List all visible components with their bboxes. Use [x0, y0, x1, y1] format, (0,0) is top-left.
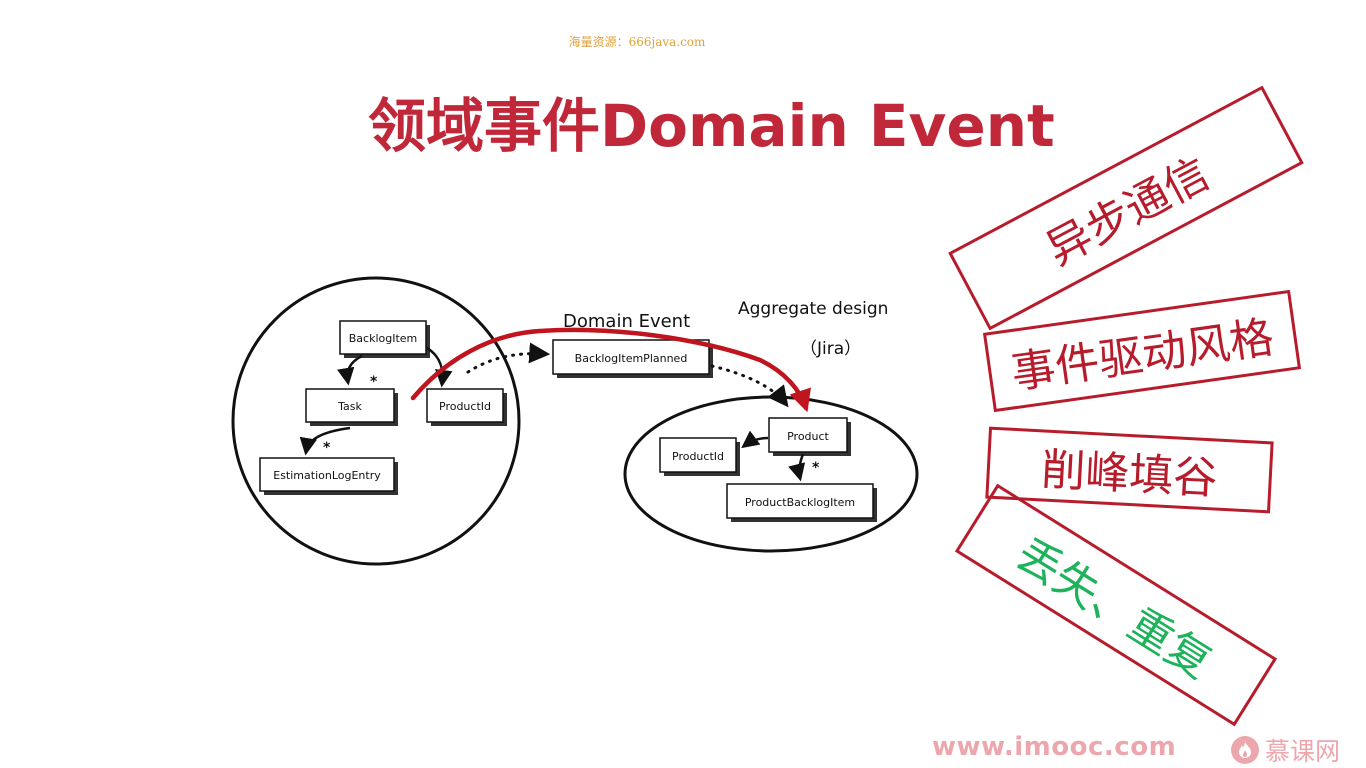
box-estimationlogentry: EstimationLogEntry: [259, 457, 398, 495]
multiplicity-productbacklogitem: *: [812, 460, 820, 476]
box-backlogitemplanned: BacklogItemPlanned: [552, 339, 713, 378]
multiplicity-task: *: [370, 374, 378, 390]
jira-label: （Jira）: [800, 339, 861, 359]
left-aggregate-boundary: [231, 276, 521, 566]
aggregate-design-label: Aggregate design: [738, 299, 888, 319]
box-product-label: Product: [787, 430, 829, 443]
box-task-label: Task: [337, 400, 362, 413]
watermark: 海量资源：666java.com: [0, 33, 1366, 50]
stamp-peak-shaving-text: 削峰填谷: [1040, 444, 1219, 505]
arrow-backlogitem-productid: [426, 346, 453, 388]
box-productid-right: ProductId: [659, 437, 740, 476]
red-flow-arrow: [410, 327, 811, 413]
multiplicity-estimation: *: [323, 440, 331, 456]
box-productbacklogitem: ProductBacklogItem: [726, 483, 877, 522]
footer-brand-logo: 慕课网: [1231, 732, 1340, 768]
box-productbacklogitem-label: ProductBacklogItem: [745, 496, 855, 509]
box-productid-right-label: ProductId: [672, 450, 724, 463]
box-productid-left: ProductId: [426, 388, 507, 426]
box-productid-left-label: ProductId: [439, 400, 491, 413]
arrow-product-productid: [741, 430, 769, 449]
arrow-backlogitem-task: [337, 354, 363, 386]
watermark-text: 海量资源：666java.com: [568, 35, 706, 49]
domain-event-label: Domain Event: [563, 311, 690, 332]
box-backlogitemplanned-label: BacklogItemPlanned: [575, 352, 688, 365]
stamp-peak-shaving: 削峰填谷: [985, 426, 1274, 514]
footer-url: www.imooc.com: [932, 732, 1177, 762]
dotted-arrow-to-event: [466, 342, 551, 374]
box-product: Product: [768, 417, 851, 456]
arrow-product-backlogitem: [788, 453, 806, 482]
slide-title: 领域事件Domain Event: [368, 92, 1055, 160]
box-estimationlogentry-label: EstimationLogEntry: [273, 469, 381, 482]
flame-icon: [1231, 736, 1259, 764]
box-backlogitem-label: BacklogItem: [349, 332, 418, 345]
box-task: Task: [305, 388, 398, 426]
arrow-task-estimation: [299, 426, 351, 456]
box-backlogitem: BacklogItem: [339, 320, 430, 358]
footer-brand-text: 慕课网: [1265, 737, 1341, 766]
dotted-arrow-to-product: [710, 364, 789, 408]
